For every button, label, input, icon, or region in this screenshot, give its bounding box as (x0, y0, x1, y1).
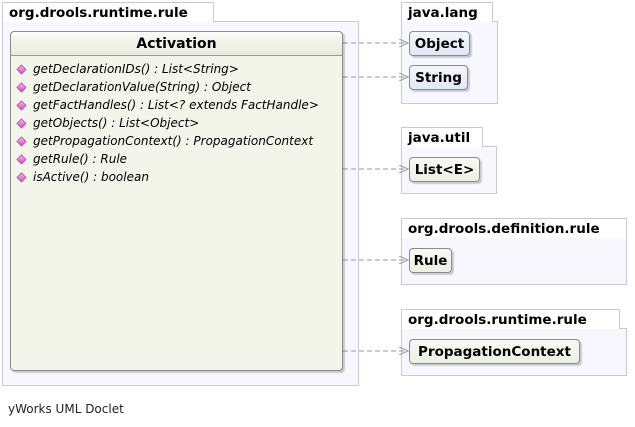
package-tab-definition-rule: org.drools.definition.rule (401, 218, 627, 238)
package-tab-runtime-rule-main: org.drools.runtime.rule (2, 2, 214, 22)
method-item: getRule() : Rule (16, 150, 342, 168)
package-tab-runtime-rule-dep: org.drools.runtime.rule (401, 309, 620, 329)
method-item: getDeclarationIDs() : List<String> (16, 60, 342, 78)
class-object[interactable]: Object (409, 31, 470, 56)
method-item: isActive() : boolean (16, 168, 342, 186)
method-diamond-icon (16, 171, 27, 183)
method-diamond-icon (16, 81, 27, 93)
method-label: getFactHandles() : List<? extends FactHa… (33, 98, 319, 112)
class-list[interactable]: List<E> (409, 157, 480, 182)
method-label: getDeclarationIDs() : List<String> (33, 62, 239, 76)
method-label: getRule() : Rule (33, 152, 128, 166)
class-activation-name: Activation (11, 32, 342, 56)
method-item: getFactHandles() : List<? extends FactHa… (16, 96, 342, 114)
method-label: isActive() : boolean (33, 170, 149, 184)
class-rule[interactable]: Rule (409, 248, 452, 273)
class-propagation-context[interactable]: PropagationContext (409, 339, 580, 364)
class-activation[interactable]: Activation getDeclarationIDs() : List<St… (10, 31, 343, 371)
class-string[interactable]: String (409, 65, 468, 90)
method-diamond-icon (16, 117, 27, 129)
method-list: getDeclarationIDs() : List<String> getDe… (11, 56, 342, 186)
method-diamond-icon (16, 99, 27, 111)
method-diamond-icon (16, 63, 27, 75)
method-diamond-icon (16, 153, 27, 165)
method-label: getObjects() : List<Object> (33, 116, 200, 130)
method-label: getDeclarationValue(String) : Object (33, 80, 251, 94)
method-item: getPropagationContext() : PropagationCon… (16, 132, 342, 150)
package-tab-java-util: java.util (401, 127, 483, 147)
method-item: getObjects() : List<Object> (16, 114, 342, 132)
footer-credit: yWorks UML Doclet (8, 402, 124, 416)
method-diamond-icon (16, 135, 27, 147)
package-tab-java-lang: java.lang (401, 2, 493, 22)
method-label: getPropagationContext() : PropagationCon… (33, 134, 314, 148)
method-item: getDeclarationValue(String) : Object (16, 78, 342, 96)
